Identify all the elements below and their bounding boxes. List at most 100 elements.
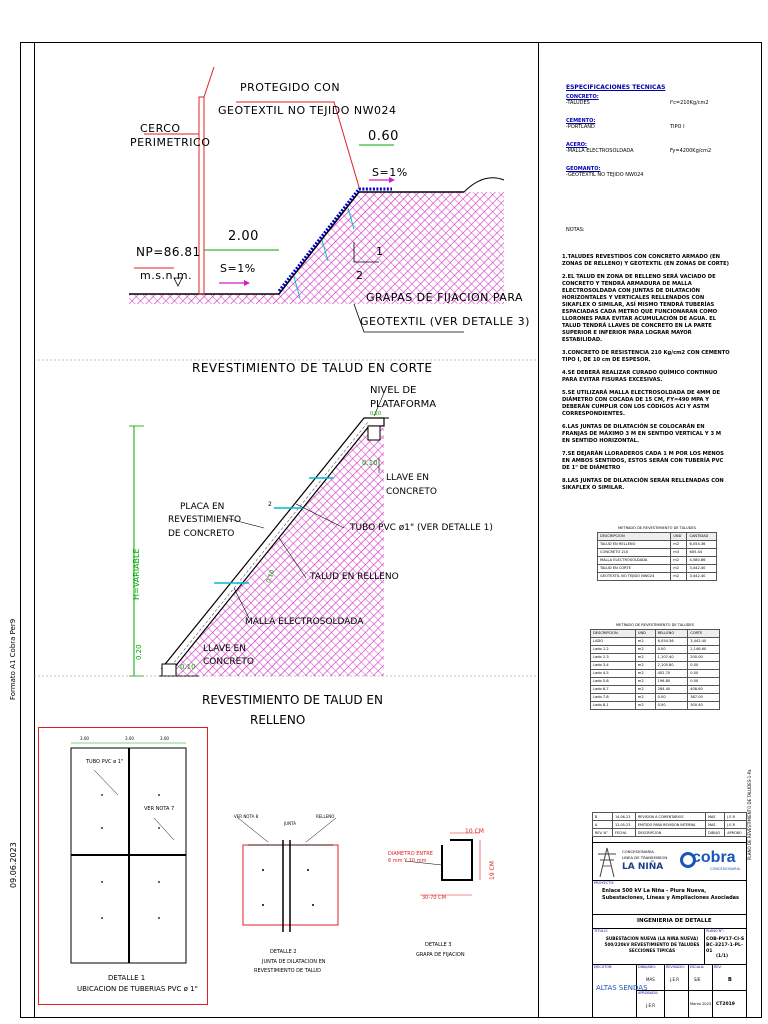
cobra-logo: cobra CONCESIONARIA (680, 848, 744, 876)
table-cell: 0.00 (654, 700, 689, 710)
table-cell: m2 (670, 539, 688, 549)
table-cell: 0.00 (687, 676, 720, 686)
quantities-table-1: METRADO DE REVESTIMIENTO DE TALUDES DESC… (596, 526, 717, 581)
table-cell: APROBO (724, 828, 747, 837)
detail1-nota-label: VER NOTA 7 (144, 806, 175, 812)
detail3-dim-30-70: 30-70 CM (422, 895, 446, 901)
detail2-nota-label: VER NOTA 8 (234, 814, 259, 819)
spec-group: ACERO: -MALLA ELECTROSOLDADA Fy=4200Kg/c… (566, 142, 726, 166)
exec-label: EJECUTOR: (594, 965, 613, 969)
rev-label: REV: (714, 965, 722, 969)
table-cell: 0.00 (654, 644, 689, 654)
spec-value: TIPO I (670, 124, 685, 130)
nivel-label-2: PLATAFORMA (370, 399, 437, 410)
table-cell: J.E.R (724, 812, 747, 821)
detail2-caption-2: JUNTA DE DILATACION EN (262, 959, 326, 965)
spec-item: -MALLA ELECTROSOLDADA (566, 148, 634, 154)
table-cell: 200.00 (687, 652, 720, 662)
table-cell: 6,054.36 (654, 636, 689, 646)
cobra-wordmark: cobra (692, 849, 736, 866)
detail1-grid (70, 742, 187, 964)
dim-010-top: 0.10 (362, 459, 378, 467)
table-cell: 387.00 (687, 692, 720, 702)
detail1-box (38, 727, 208, 1005)
placa-label-2: REVESTIMIENTO (168, 515, 242, 525)
spec-value: f'c=210Kg/cm2 (670, 100, 709, 106)
format-label: Formato A1 Cobra Per9 (9, 618, 17, 700)
grapas-label-1: GRAPAS DE FIJACION PARA (366, 291, 524, 304)
drawn-label: DIBUJADO: (638, 965, 657, 969)
table-cell: GEOTEXTIL NO TEJIDO NW024 (596, 571, 672, 581)
placa-label-3: DE CONCRETO (168, 529, 235, 539)
title-label: TITULO: (594, 929, 608, 933)
table-cell: m2 (634, 668, 656, 678)
project-text: Enlace 500 kV La Niña - Piura Nueva, Sub… (602, 888, 739, 901)
detail2-junta-label: JUNTA (284, 821, 296, 826)
section2-title-1: REVESTIMIENTO DE TALUD EN (202, 693, 383, 707)
table-header-row: DESCRIPCION UND CANTIDAD (596, 531, 717, 541)
note-item: 7.SE DEJARÁN LLORADEROS CADA 1 M POR LOS… (562, 451, 724, 472)
table-cell: 605.44 (686, 547, 717, 557)
table-header-row: DESCRIPCION UND RELLENO CORTE (590, 628, 720, 638)
table-cell: DESCRIPCION (634, 828, 707, 837)
spec-item: -TALUDES (566, 100, 590, 106)
table-cell: 14-06-23 (611, 812, 636, 821)
drawing-frame (20, 42, 762, 1018)
llave-top-2: CONCRETO (386, 487, 437, 497)
table-cell: 0.00 (654, 692, 689, 702)
table-cell: m2 (634, 660, 656, 670)
table-header: RELLENO (654, 628, 689, 638)
table-cell: 3,442.40 (687, 636, 720, 646)
table-cell: m2 (634, 652, 656, 662)
detail3-caption-2: GRAPA DE FIJACION (416, 952, 465, 958)
company-main: LA NIÑA (622, 862, 664, 872)
scale-value: S/E (694, 977, 701, 982)
llave-bot-2: CONCRETO (203, 657, 254, 667)
tubo-label: TUBO PVC ø1" (VER DETALLE 1) (350, 523, 493, 533)
dim-060: 0.60 (368, 129, 399, 144)
spec-group: CEMENTO: -PORTLAND TIPO I (566, 118, 726, 142)
checked-value: J.E.R (670, 977, 680, 982)
spec-name: CEMENTO: (566, 118, 596, 124)
detail1-dim-c: 3.00 (160, 736, 169, 741)
table2-title: METRADO DE REVESTIMIENTO DE TALUDES (616, 623, 694, 627)
table-header: DESCRIPCION (590, 628, 636, 638)
table-cell: 408.60 (687, 684, 720, 694)
table-cell: DIBUJO (705, 828, 726, 837)
detail2-caption-3: REVESTIMIENTO DE TALUD (254, 968, 321, 974)
tower-icon (598, 847, 616, 878)
plan-number: COB-PV17-CI-SBC-3217-1-PL-01 (706, 937, 745, 955)
detail3-diametro-1: DIAMETRO ENTRE (388, 851, 433, 857)
approved-label: APROBADO: (638, 991, 659, 995)
tb-vline (688, 964, 689, 1018)
left-margin-line (34, 42, 35, 1018)
cut-slope-drawing (34, 66, 538, 361)
spec-item: -PORTLAND (566, 124, 595, 130)
tb-line (592, 842, 747, 843)
notes-list: 1.TALUDES REVESTIDOS CON CONCRETO ARMADO… (562, 254, 730, 498)
table-cell: MAS (705, 820, 726, 829)
table-cell: 3,442.40 (686, 563, 717, 573)
checked-label: REVISADO: (666, 965, 685, 969)
detail1-caption-2: UBICACION DE TUBERIAS PVC ø 1" (77, 985, 198, 993)
approved-value: J.E.R (646, 1003, 656, 1008)
company-small-1: CONCESIONARIA (622, 849, 654, 854)
dim-010-bottom: 0.10 (180, 663, 196, 671)
tb-vline (664, 964, 665, 1018)
malla-label: MALLA ELECTROSOLDADA (245, 617, 364, 627)
table-cell: MAS (705, 812, 726, 821)
table-cell: REV. N° (592, 828, 613, 837)
specs-list: CONCRETO: -TALUDES f'c=210Kg/cm2 CEMENTO… (566, 94, 726, 190)
talud-label: TALUD EN RELLENO (310, 572, 399, 582)
table-cell: m2 (634, 700, 656, 710)
